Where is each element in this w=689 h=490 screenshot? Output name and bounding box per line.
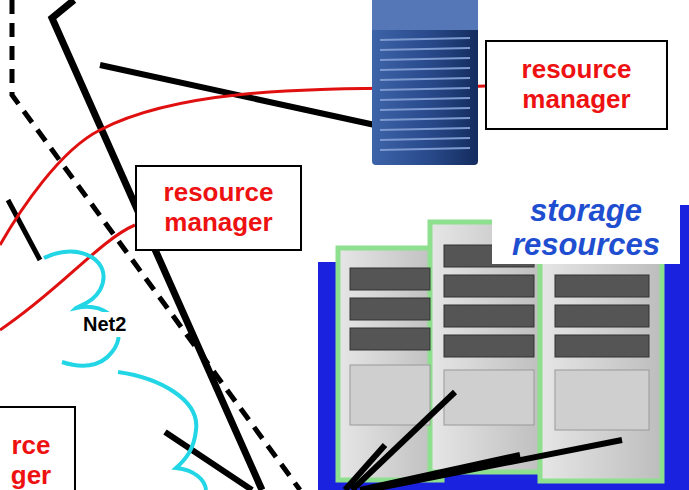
resource-manager-box: resource manager	[485, 40, 668, 130]
node-text: rce ger	[0, 431, 66, 490]
net2-cloud	[44, 251, 119, 365]
resource-manager-box: rce ger	[0, 406, 76, 490]
network-line	[165, 432, 252, 490]
net2-cloud	[118, 372, 206, 490]
node-text: resource manager	[495, 55, 658, 115]
group-label: storage resources	[492, 192, 680, 264]
server-tower	[372, 0, 478, 165]
node-text: resource manager	[145, 178, 292, 238]
network-label: Net2	[80, 312, 129, 337]
resource-manager-box: resource manager	[135, 165, 302, 251]
